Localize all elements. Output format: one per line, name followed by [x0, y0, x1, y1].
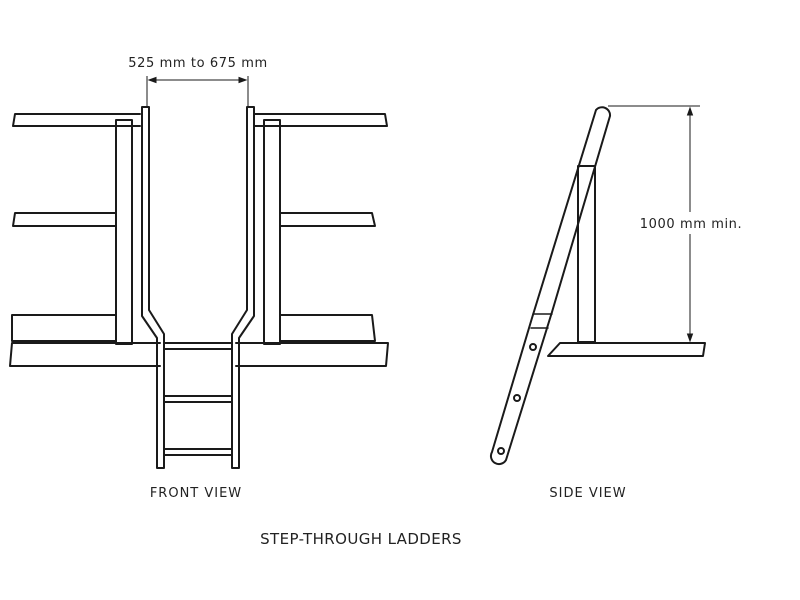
- rung-hole: [529, 343, 537, 351]
- guard-post-left: [115, 119, 133, 345]
- width-dimension: [146, 76, 249, 106]
- mid-rail-left: [12, 212, 117, 227]
- width-dimension-label: 525 mm to 675 mm: [128, 56, 267, 71]
- right-stile-extension: [231, 106, 255, 469]
- lower-rail-left: [11, 314, 117, 342]
- left-stile-extension: [141, 106, 165, 469]
- height-dimension-label: 1000 mm min.: [640, 217, 743, 232]
- ladder-rung: [163, 395, 233, 403]
- ladder-rung: [163, 342, 233, 350]
- top-rail-left: [12, 113, 141, 127]
- diagram-title: STEP-THROUGH LADDERS: [260, 530, 462, 548]
- inclined-stile: [489, 106, 612, 466]
- platform-left: [9, 342, 161, 367]
- rung-hole: [513, 394, 521, 402]
- side-view-label: SIDE VIEW: [549, 486, 626, 501]
- mid-rail-right: [279, 212, 376, 227]
- front-view-drawing: [9, 106, 389, 469]
- top-rail-right: [254, 113, 388, 127]
- front-view-label: FRONT VIEW: [150, 486, 242, 501]
- lower-rail-right: [279, 314, 376, 342]
- side-view-drawing: [489, 106, 706, 466]
- rung-hole: [497, 447, 505, 455]
- platform-right: [235, 342, 389, 367]
- side-platform: [547, 342, 706, 357]
- guard-post-right: [263, 119, 281, 345]
- ladder-rung: [163, 448, 233, 456]
